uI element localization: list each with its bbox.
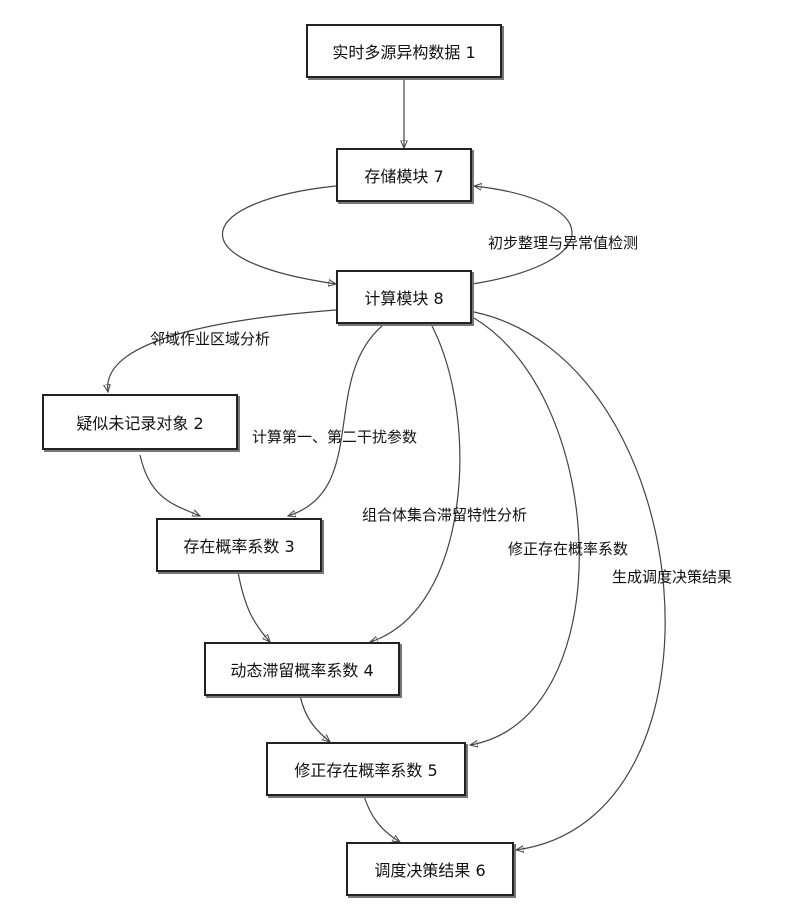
node-realtime-data-label: 实时多源异构数据 1 [332, 39, 475, 63]
edge-suspected-to-existence [140, 455, 200, 516]
edge-compute-to-corrected [470, 318, 579, 745]
edge-label-preliminary-check: 初步整理与异常值检测 [488, 232, 638, 253]
node-compute-module: 计算模块 8 [336, 270, 472, 324]
node-corrected-existence-prob-label: 修正存在概率系数 5 [294, 757, 437, 781]
node-corrected-existence-prob: 修正存在概率系数 5 [266, 742, 466, 796]
edge-label-interference-params: 计算第一、第二干扰参数 [252, 426, 417, 447]
node-suspected-object: 疑似未记录对象 2 [42, 394, 238, 450]
edge-compute-to-existence [288, 326, 382, 516]
edge-label-neighborhood-analysis: 邻域作业区域分析 [150, 328, 270, 349]
node-dynamic-stay-prob: 动态滞留概率系数 4 [204, 642, 400, 696]
node-compute-module-label: 计算模块 8 [364, 285, 443, 309]
edge-compute-to-dynamic [370, 326, 460, 642]
edge-label-correct-existence: 修正存在概率系数 [508, 538, 628, 559]
node-storage-module-label: 存储模块 7 [364, 163, 443, 187]
edge-storage-to-compute [222, 186, 336, 284]
node-suspected-object-label: 疑似未记录对象 2 [76, 410, 203, 434]
edge-existence-to-dynamic [238, 572, 270, 642]
node-dynamic-stay-prob-label: 动态滞留概率系数 4 [230, 657, 373, 681]
node-existence-prob: 存在概率系数 3 [156, 518, 322, 572]
node-dispatch-result-label: 调度决策结果 6 [374, 857, 485, 881]
edge-label-generate-dispatch: 生成调度决策结果 [612, 566, 732, 587]
node-storage-module: 存储模块 7 [336, 148, 472, 202]
node-existence-prob-label: 存在概率系数 3 [183, 533, 294, 557]
node-realtime-data: 实时多源异构数据 1 [306, 24, 502, 78]
edge-compute-to-suspected [108, 310, 336, 392]
node-dispatch-result: 调度决策结果 6 [346, 842, 514, 896]
edge-corrected-to-dispatch [364, 796, 400, 842]
edge-label-combination-stay: 组合体集合滞留特性分析 [362, 504, 527, 525]
edge-dynamic-to-corrected [300, 695, 330, 742]
